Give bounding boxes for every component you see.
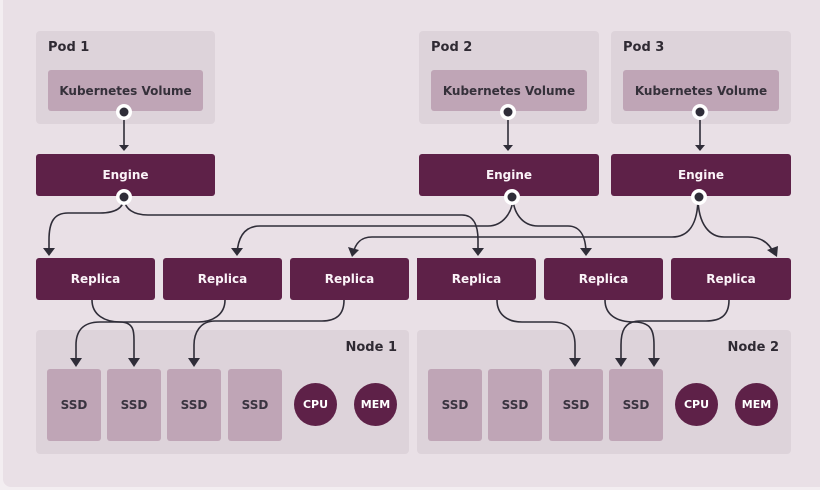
ssd-disk: SSD [609, 369, 663, 441]
pod-title: Pod 2 [431, 40, 473, 55]
node-title: Node 1 [345, 340, 397, 355]
ssd-disk: SSD [228, 369, 282, 441]
replica-4: Replica [417, 258, 536, 300]
pod-3: Pod 3 Kubernetes Volume [611, 31, 791, 124]
engine-2: Engine [419, 154, 599, 196]
replica-6: Replica [671, 258, 791, 300]
ssd-disk: SSD [428, 369, 482, 441]
mem-resource: MEM [354, 383, 397, 426]
replica-3: Replica [290, 258, 409, 300]
kubernetes-volume: Kubernetes Volume [48, 70, 203, 111]
replica-1: Replica [36, 258, 155, 300]
mem-resource: MEM [735, 383, 778, 426]
kubernetes-volume: Kubernetes Volume [623, 70, 779, 111]
node-2: Node 2 SSD SSD SSD SSD CPU MEM [417, 330, 791, 454]
cpu-resource: CPU [675, 383, 718, 426]
node-1: Node 1 SSD SSD SSD SSD CPU MEM [36, 330, 409, 454]
replica-5: Replica [544, 258, 663, 300]
ssd-disk: SSD [549, 369, 603, 441]
engine-1: Engine [36, 154, 215, 196]
node-title: Node 2 [727, 340, 779, 355]
pod-title: Pod 1 [48, 40, 90, 55]
pod-2: Pod 2 Kubernetes Volume [419, 31, 599, 124]
ssd-disk: SSD [167, 369, 221, 441]
kubernetes-volume: Kubernetes Volume [431, 70, 587, 111]
pod-title: Pod 3 [623, 40, 665, 55]
ssd-disk: SSD [107, 369, 161, 441]
cpu-resource: CPU [294, 383, 337, 426]
replica-2: Replica [163, 258, 282, 300]
pod-1: Pod 1 Kubernetes Volume [36, 31, 215, 124]
engine-3: Engine [611, 154, 791, 196]
ssd-disk: SSD [488, 369, 542, 441]
ssd-disk: SSD [47, 369, 101, 441]
